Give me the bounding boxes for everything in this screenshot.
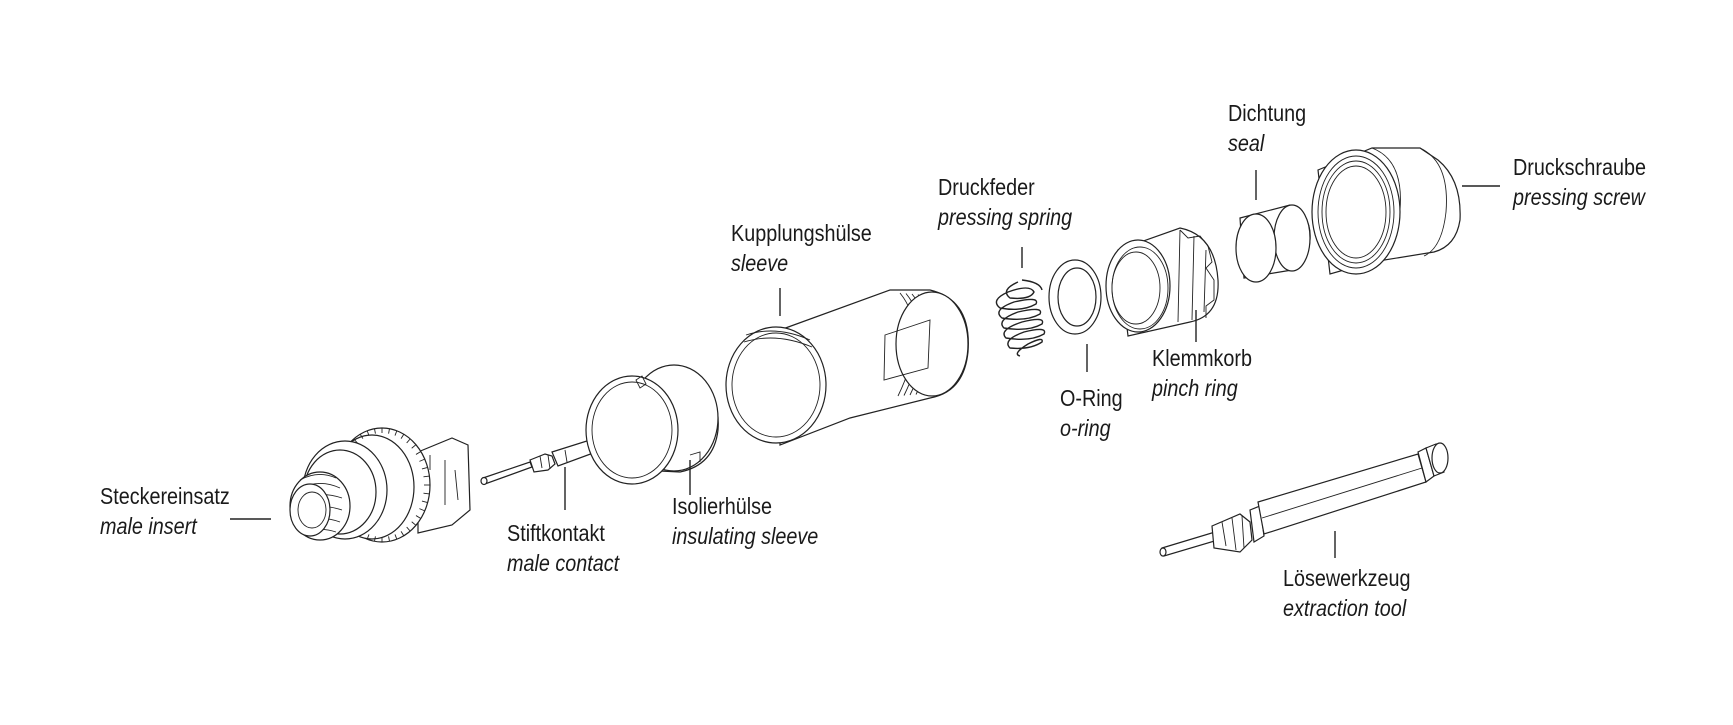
label-pressing-spring: Druckfeder pressing spring: [938, 172, 1072, 232]
label-seal-de: Dichtung: [1228, 100, 1307, 126]
label-pressing-spring-de: Druckfeder: [938, 174, 1035, 200]
label-pinch-ring: Klemmkorb pinch ring: [1152, 343, 1252, 403]
label-insulating-sleeve-de: Isolierhülse: [672, 493, 773, 519]
label-male-insert-de: Steckereinsatz: [100, 483, 230, 509]
o-ring-part: [1048, 259, 1102, 335]
extraction-tool-part: [1159, 442, 1449, 557]
label-pressing-screw-de: Druckschraube: [1513, 154, 1647, 180]
label-male-insert: Steckereinsatz male insert: [100, 481, 230, 541]
label-male-contact-en: male contact: [507, 550, 620, 576]
seal-part: [1235, 204, 1311, 283]
label-male-contact: Stiftkontakt male contact: [507, 518, 619, 578]
label-male-contact-de: Stiftkontakt: [507, 520, 605, 546]
label-insulating-sleeve: Isolierhülse insulating sleeve: [672, 491, 818, 551]
label-extraction-tool-en: extraction tool: [1283, 595, 1407, 621]
label-sleeve: Kupplungshülse sleeve: [731, 218, 872, 278]
label-sleeve-de: Kupplungshülse: [731, 220, 872, 246]
label-male-insert-en: male insert: [100, 513, 197, 539]
label-seal: Dichtung seal: [1228, 98, 1306, 158]
label-pressing-screw-en: pressing screw: [1513, 184, 1645, 210]
label-seal-en: seal: [1228, 130, 1265, 156]
male-contact-part: [480, 437, 600, 486]
male-insert-part: [289, 427, 471, 543]
label-insulating-sleeve-en: insulating sleeve: [672, 523, 819, 549]
label-pinch-ring-de: Klemmkorb: [1152, 345, 1253, 371]
label-o-ring-en: o-ring: [1060, 415, 1111, 441]
leader-lines: [230, 170, 1500, 558]
pinch-ring-part: [1105, 227, 1219, 337]
label-pressing-screw: Druckschraube pressing screw: [1513, 152, 1646, 212]
label-extraction-tool-de: Lösewerkzeug: [1283, 565, 1411, 591]
pressing-screw-part: [1311, 147, 1461, 275]
insulating-sleeve-part: [585, 364, 719, 485]
label-sleeve-en: sleeve: [731, 250, 789, 276]
label-pinch-ring-en: pinch ring: [1152, 375, 1238, 401]
label-extraction-tool: Lösewerkzeug extraction tool: [1283, 563, 1411, 623]
pressing-spring-part: [995, 279, 1046, 357]
label-o-ring: O-Ring o-ring: [1060, 383, 1123, 443]
label-pressing-spring-en: pressing spring: [938, 204, 1073, 230]
coupling-sleeve-part: [725, 289, 969, 446]
label-o-ring-de: O-Ring: [1060, 385, 1123, 411]
